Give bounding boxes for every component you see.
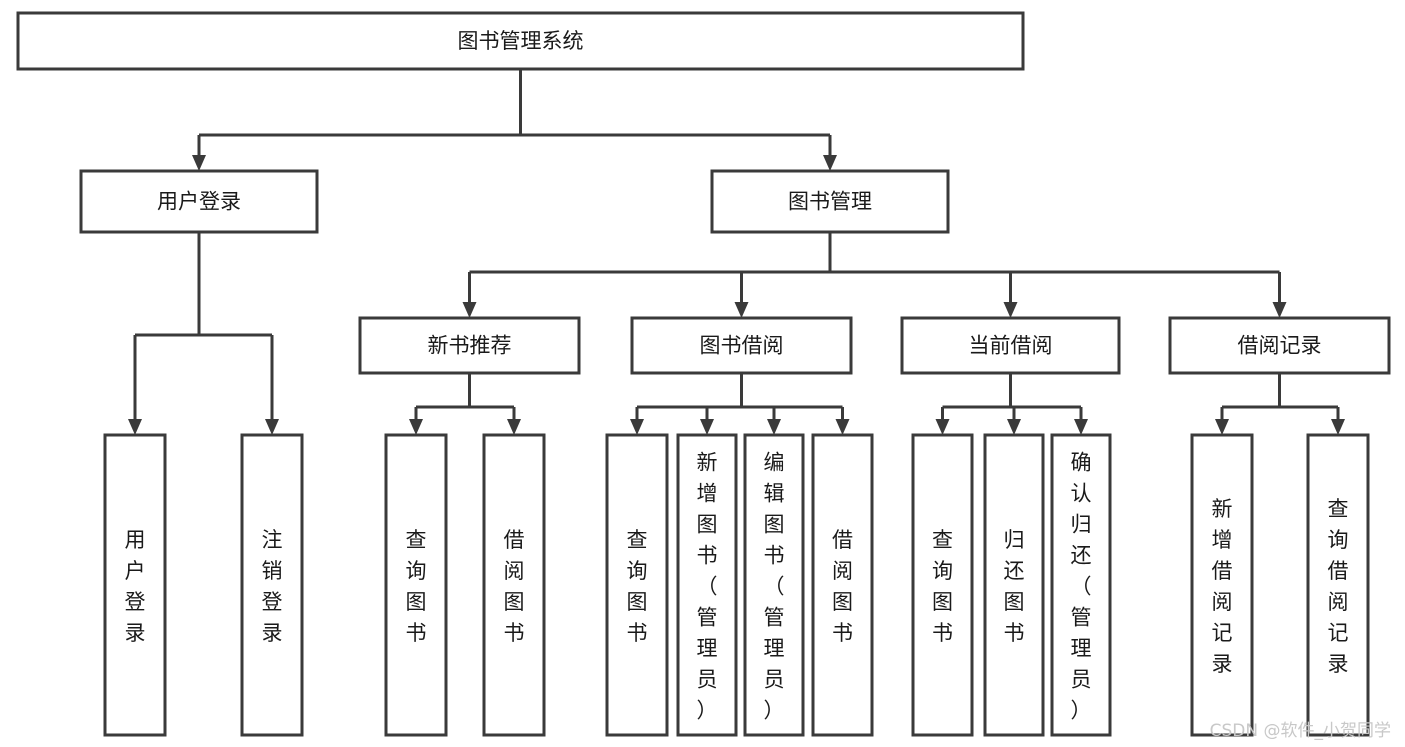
node-root[interactable]: 图书管理系统 bbox=[16, 11, 1025, 71]
node-book-borrow[interactable]: 图书借阅 bbox=[630, 316, 853, 375]
connector-group bbox=[462, 232, 1287, 318]
node-leaf-borrow-book[interactable]: 借阅图书 bbox=[811, 433, 874, 737]
node-box-current-borrow[interactable] bbox=[900, 316, 1121, 375]
node-label-leaf-borrow-book-recommend: 借阅图书 bbox=[504, 528, 525, 645]
node-box-leaf-logout[interactable] bbox=[240, 433, 304, 737]
connector-group bbox=[935, 373, 1088, 435]
node-label-leaf-query-book-recommend: 查询图书 bbox=[406, 528, 427, 645]
node-leaf-borrow-book-recommend[interactable]: 借阅图书 bbox=[482, 433, 546, 737]
node-leaf-return-book[interactable]: 归还图书 bbox=[983, 433, 1045, 737]
node-leaf-user-login[interactable]: 用户登录 bbox=[103, 433, 167, 737]
node-label-book-management: 图书管理 bbox=[788, 190, 872, 214]
connector-group bbox=[1215, 373, 1345, 435]
node-box-leaf-query-book-borrow[interactable] bbox=[605, 433, 669, 737]
connector-group bbox=[630, 373, 850, 435]
connector-group bbox=[192, 69, 837, 171]
node-leaf-query-book-current[interactable]: 查询图书 bbox=[911, 433, 974, 737]
connector-group bbox=[128, 232, 279, 435]
node-box-user-login[interactable] bbox=[79, 169, 319, 234]
node-label-borrow-records: 借阅记录 bbox=[1238, 334, 1322, 358]
node-box-leaf-edit-book-admin[interactable] bbox=[743, 433, 805, 737]
node-leaf-logout[interactable]: 注销登录 bbox=[240, 433, 304, 737]
nodes-layer: 图书管理系统用户登录图书管理新书推荐图书借阅当前借阅借阅记录用户登录注销登录查询… bbox=[16, 11, 1391, 737]
node-book-management[interactable]: 图书管理 bbox=[710, 169, 950, 234]
node-label-leaf-query-book-borrow: 查询图书 bbox=[627, 528, 648, 645]
node-user-login[interactable]: 用户登录 bbox=[79, 169, 319, 234]
node-leaf-query-book-borrow[interactable]: 查询图书 bbox=[605, 433, 669, 737]
node-label-book-borrow: 图书借阅 bbox=[700, 334, 784, 358]
node-label-current-borrow: 当前借阅 bbox=[969, 334, 1053, 358]
node-label-leaf-query-book-current: 查询图书 bbox=[932, 528, 953, 645]
node-box-leaf-add-borrow-record[interactable] bbox=[1190, 433, 1254, 737]
connectors-layer bbox=[128, 69, 1345, 435]
node-box-root[interactable] bbox=[16, 11, 1025, 71]
node-box-book-management[interactable] bbox=[710, 169, 950, 234]
node-leaf-query-borrow-record[interactable]: 查询借阅记录 bbox=[1306, 433, 1370, 737]
node-new-book-recommend[interactable]: 新书推荐 bbox=[358, 316, 581, 375]
node-box-leaf-return-book[interactable] bbox=[983, 433, 1045, 737]
node-leaf-query-book-recommend[interactable]: 查询图书 bbox=[384, 433, 448, 737]
node-label-leaf-confirm-return-admin: 确认归还（管理员） bbox=[1071, 451, 1092, 723]
node-leaf-add-book-admin[interactable]: 新增图书（管理员） bbox=[676, 433, 738, 737]
node-label-leaf-query-borrow-record: 查询借阅记录 bbox=[1328, 497, 1349, 676]
node-label-new-book-recommend: 新书推荐 bbox=[428, 334, 512, 358]
node-label-leaf-logout: 注销登录 bbox=[262, 528, 283, 645]
node-box-leaf-borrow-book[interactable] bbox=[811, 433, 874, 737]
connector-group bbox=[409, 373, 521, 435]
node-leaf-confirm-return-admin[interactable]: 确认归还（管理员） bbox=[1050, 433, 1112, 737]
node-box-leaf-borrow-book-recommend[interactable] bbox=[482, 433, 546, 737]
node-box-borrow-records[interactable] bbox=[1168, 316, 1391, 375]
node-box-leaf-query-borrow-record[interactable] bbox=[1306, 433, 1370, 737]
node-label-leaf-user-login: 用户登录 bbox=[125, 528, 146, 645]
node-label-leaf-edit-book-admin: 编辑图书（管理员） bbox=[764, 451, 785, 723]
node-label-leaf-borrow-book: 借阅图书 bbox=[832, 528, 853, 645]
node-box-new-book-recommend[interactable] bbox=[358, 316, 581, 375]
watermark-text: CSDN @软件_小贺同学 bbox=[1209, 721, 1391, 741]
node-label-leaf-return-book: 归还图书 bbox=[1004, 528, 1025, 645]
node-box-leaf-user-login[interactable] bbox=[103, 433, 167, 737]
node-label-user-login: 用户登录 bbox=[157, 190, 241, 214]
node-box-leaf-query-book-recommend[interactable] bbox=[384, 433, 448, 737]
node-leaf-add-borrow-record[interactable]: 新增借阅记录 bbox=[1190, 433, 1254, 737]
node-borrow-records[interactable]: 借阅记录 bbox=[1168, 316, 1391, 375]
node-leaf-edit-book-admin[interactable]: 编辑图书（管理员） bbox=[743, 433, 805, 737]
node-label-root: 图书管理系统 bbox=[458, 29, 584, 53]
node-box-leaf-add-book-admin[interactable] bbox=[676, 433, 738, 737]
node-label-leaf-add-book-admin: 新增图书（管理员） bbox=[697, 451, 718, 723]
node-label-leaf-add-borrow-record: 新增借阅记录 bbox=[1212, 497, 1233, 676]
node-box-leaf-confirm-return-admin[interactable] bbox=[1050, 433, 1112, 737]
node-box-book-borrow[interactable] bbox=[630, 316, 853, 375]
node-current-borrow[interactable]: 当前借阅 bbox=[900, 316, 1121, 375]
node-box-leaf-query-book-current[interactable] bbox=[911, 433, 974, 737]
